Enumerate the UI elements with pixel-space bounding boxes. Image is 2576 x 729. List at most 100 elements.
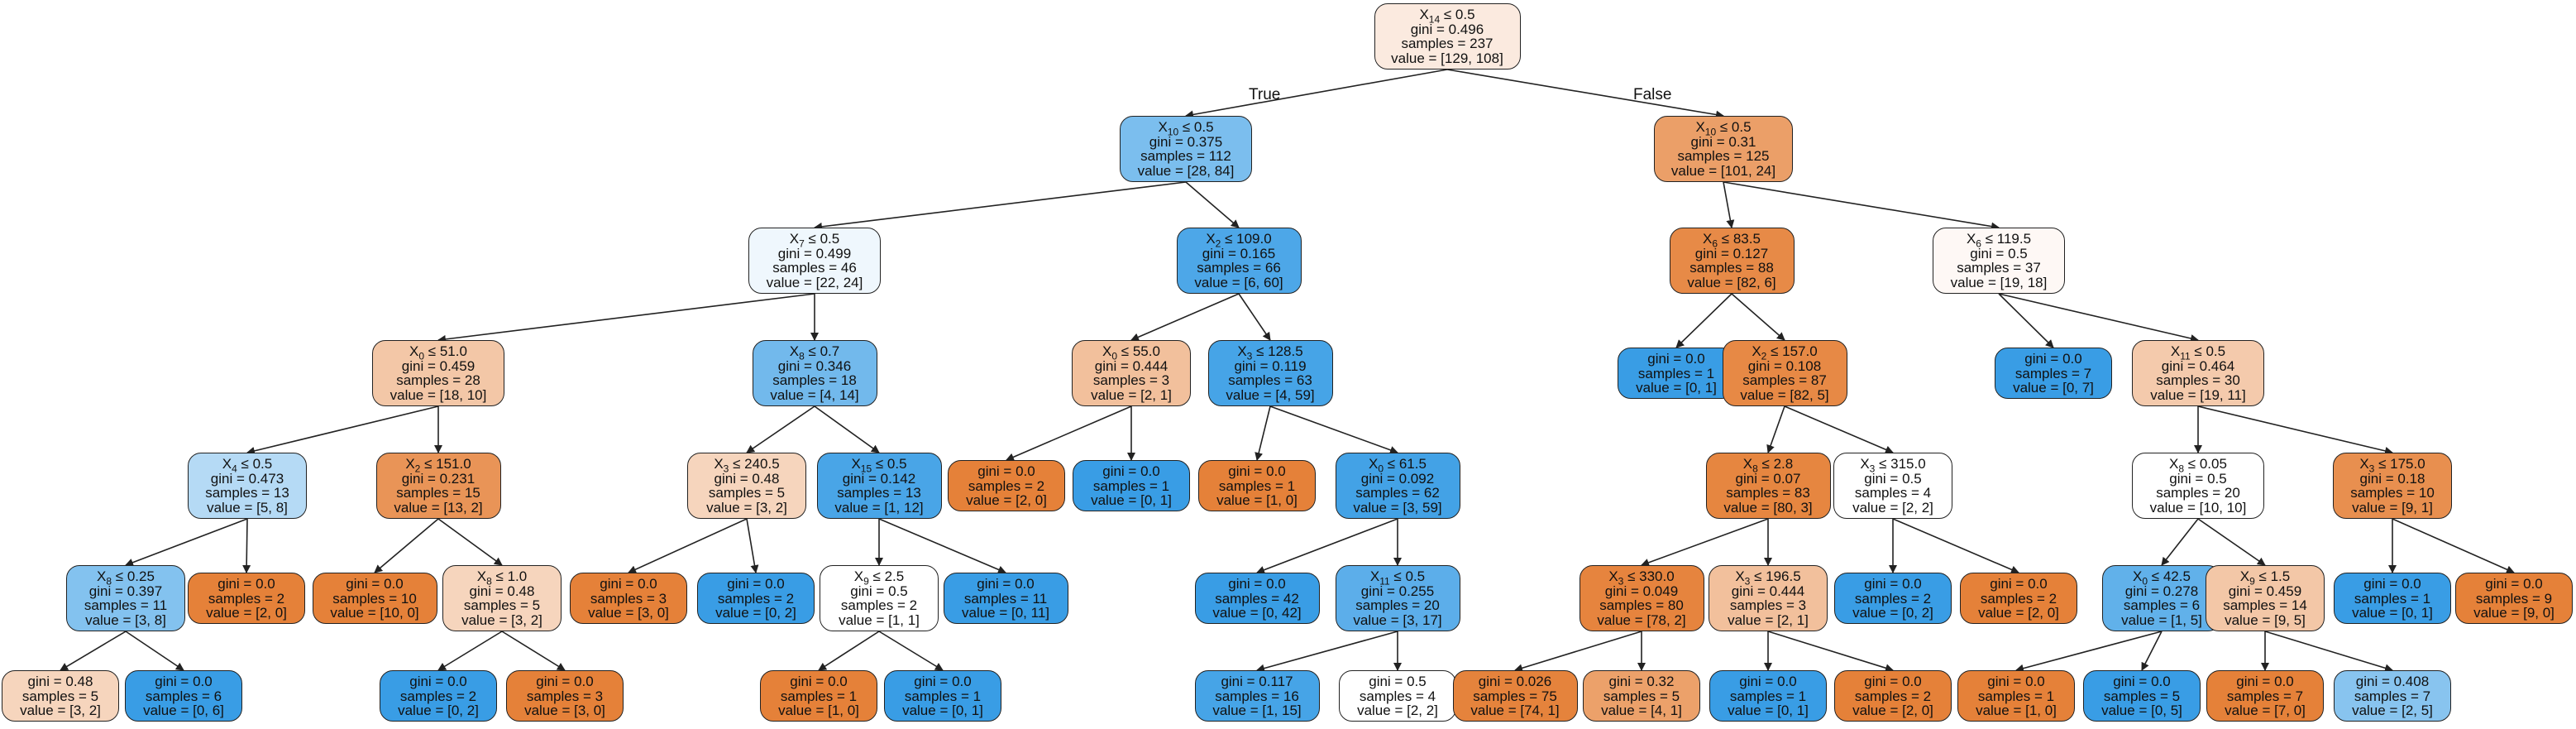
node-line: value = [10, 10] xyxy=(2149,499,2247,516)
node-line: samples = 6 xyxy=(2123,597,2201,613)
tree-edge xyxy=(2015,631,2163,673)
node-line: samples = 13 xyxy=(205,485,289,501)
node-line: value = [2, 1] xyxy=(1728,611,1809,628)
node-line: X2 ≤ 109.0 xyxy=(1206,231,1272,250)
node-line: samples = 1 xyxy=(1637,365,1715,381)
node-line: value = [0, 1] xyxy=(1091,492,1172,508)
node-line: samples = 3 xyxy=(526,688,604,704)
node-line: value = [0, 2] xyxy=(398,703,479,718)
node-line: value = [7, 0] xyxy=(2225,703,2306,718)
node-line: samples = 2 xyxy=(968,477,1045,494)
node-line: samples = 9 xyxy=(2475,590,2553,607)
node-line: value = [2, 0] xyxy=(966,492,1047,508)
tree-edge xyxy=(628,518,748,573)
node-line: X9 ≤ 1.5 xyxy=(2239,568,2291,588)
node-line: gini = 0.408 xyxy=(2355,674,2430,689)
node-line: gini = 0.346 xyxy=(777,357,852,374)
node-line: samples = 6 xyxy=(145,688,222,704)
node-line: value = [2, 2] xyxy=(1357,703,1438,718)
tree-edge xyxy=(125,518,248,567)
node-line: X3 ≤ 240.5 xyxy=(714,456,780,475)
node-line: samples = 7 xyxy=(2226,688,2304,704)
node-line: gini = 0.48 xyxy=(714,470,780,487)
node-line: X10 ≤ 0.5 xyxy=(1158,119,1214,138)
node-line: gini = 0.496 xyxy=(1410,21,1484,37)
tree-edge xyxy=(60,631,127,671)
false-edge-label: False xyxy=(1633,86,1672,103)
node-line: samples = 3 xyxy=(1729,597,1807,613)
node-line: gini = 0.0 xyxy=(1102,463,1160,479)
node-line: gini = 0.5 xyxy=(850,583,908,599)
tree-edge xyxy=(1641,518,1769,567)
node-line: samples = 1 xyxy=(1977,688,2055,704)
node-line: value = [9, 5] xyxy=(2225,611,2306,628)
node-line: samples = 2 xyxy=(840,597,918,613)
node-line: value = [3, 59] xyxy=(1353,499,1442,516)
node-line: samples = 15 xyxy=(396,485,480,501)
node-line: gini = 0.0 xyxy=(217,576,275,592)
node-line: value = [0, 2] xyxy=(715,605,796,621)
node-line: value = [82, 5] xyxy=(1740,386,1829,403)
node-line: gini = 0.5 xyxy=(2169,470,2227,487)
tree-edge xyxy=(814,405,880,453)
tree-edge xyxy=(1998,293,2054,348)
tree-edge xyxy=(1185,69,1448,119)
node-line: value = [1, 0] xyxy=(778,703,859,718)
tree-edge xyxy=(746,518,759,573)
node-line: gini = 0.049 xyxy=(1604,583,1679,599)
tree-edge xyxy=(1998,293,2199,343)
node-line: samples = 46 xyxy=(772,260,857,276)
node-line: samples = 1 xyxy=(1729,688,1807,704)
node-line: value = [1, 0] xyxy=(1976,703,2057,718)
node-line: gini = 0.0 xyxy=(2024,351,2082,367)
tree-edge xyxy=(1731,293,1785,341)
tree-edge xyxy=(1269,405,1398,454)
tree-edge xyxy=(878,518,1006,574)
node-line: gini = 0.5 xyxy=(1369,674,1427,689)
node-line: samples = 87 xyxy=(1742,372,1827,388)
node-line: gini = 0.0 xyxy=(2236,674,2294,689)
node-line: value = [4, 1] xyxy=(1601,703,1682,718)
node-line: value = [4, 14] xyxy=(770,386,859,403)
node-line: value = [0, 1] xyxy=(902,703,983,718)
node-line: samples = 7 xyxy=(2354,688,2431,704)
node-line: X6 ≤ 119.5 xyxy=(1966,231,2032,250)
tree-edge xyxy=(242,518,251,573)
node-line: samples = 83 xyxy=(1726,485,1810,501)
node-line: gini = 0.0 xyxy=(977,463,1035,479)
node-line: gini = 0.0 xyxy=(2363,576,2421,592)
tree-edge xyxy=(2197,518,2266,566)
node-line: X11 ≤ 0.5 xyxy=(2170,343,2226,362)
node-line: gini = 0.459 xyxy=(401,357,476,374)
node-line: samples = 42 xyxy=(1215,590,1299,607)
node-line: gini = 0.0 xyxy=(1739,674,1797,689)
tree-edge xyxy=(2161,518,2199,566)
node-line: gini = 0.127 xyxy=(1694,245,1769,261)
node-line: samples = 88 xyxy=(1689,260,1774,276)
node-line: gini = 0.026 xyxy=(1478,674,1552,689)
node-line: value = [2, 2] xyxy=(1852,499,1933,516)
node-line: samples = 16 xyxy=(1215,688,1299,704)
node-line: samples = 1 xyxy=(1092,477,1170,494)
node-line: value = [3, 0] xyxy=(588,605,669,621)
node-line: samples = 2 xyxy=(1854,688,1932,704)
node-line: samples = 18 xyxy=(772,372,857,388)
node-line: value = [2, 0] xyxy=(1978,605,2059,621)
